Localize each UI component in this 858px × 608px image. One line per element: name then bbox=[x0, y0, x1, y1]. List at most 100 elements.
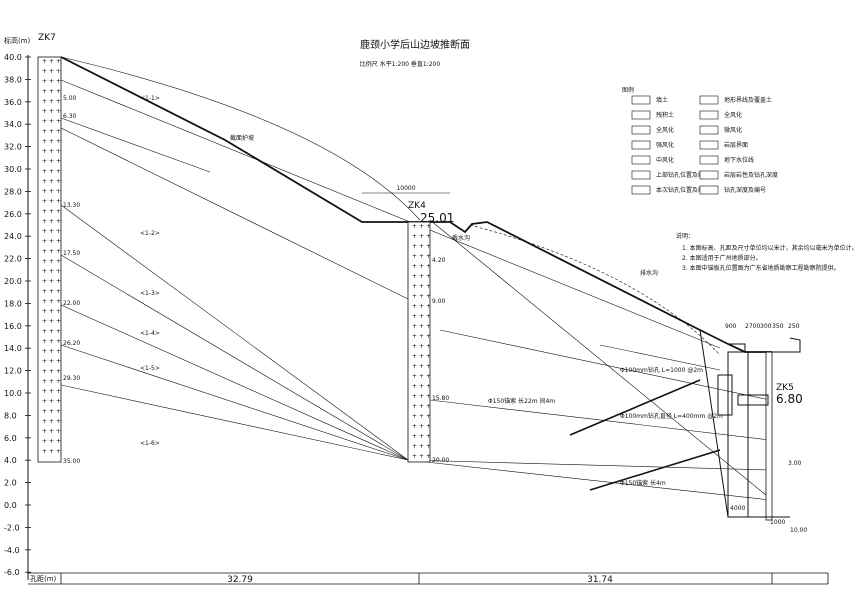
layer-label-6: <1-6> bbox=[140, 440, 160, 447]
elevation-tick-label: 26.0 bbox=[4, 210, 22, 219]
borehole-fill-mark: + bbox=[49, 298, 54, 305]
borehole-fill-mark: + bbox=[42, 208, 47, 215]
borehole-fill-mark: + bbox=[426, 363, 431, 370]
borehole-fill-mark: + bbox=[56, 268, 61, 275]
borehole-depth-label: 26.20 bbox=[63, 340, 80, 347]
borehole-fill-mark: + bbox=[49, 128, 54, 135]
borehole-fill-mark: + bbox=[42, 228, 47, 235]
elevation-tick-label: 30.0 bbox=[4, 165, 22, 174]
borehole-fill-mark: + bbox=[419, 393, 424, 400]
borehole-fill-mark: + bbox=[49, 78, 54, 85]
legend-label: 全风化 bbox=[656, 126, 674, 134]
borehole-fill-mark: + bbox=[56, 118, 61, 125]
borehole-fill-mark: + bbox=[49, 148, 54, 155]
borehole-depth-label: 13.30 bbox=[63, 202, 80, 209]
elevation-tick-label: 6.0 bbox=[4, 434, 17, 443]
legend-title: 图例 bbox=[622, 86, 634, 94]
anchor-annotation-1: Φ150锚索 长22m 间4m bbox=[488, 397, 555, 405]
borehole-fill-mark: + bbox=[56, 148, 61, 155]
borehole-fill-mark: + bbox=[419, 333, 424, 340]
borehole-fill-mark: + bbox=[49, 308, 54, 315]
borehole-zk5-id: ZK5 bbox=[776, 383, 794, 393]
borehole-fill-mark: + bbox=[426, 413, 431, 420]
elevation-tick-label: 40.0 bbox=[4, 53, 22, 62]
elevation-tick-label: 28.0 bbox=[4, 187, 22, 196]
legend-label: 残积土 bbox=[656, 111, 674, 119]
borehole-fill-mark: + bbox=[42, 398, 47, 405]
borehole-fill-mark: + bbox=[56, 408, 61, 415]
borehole-fill-mark: + bbox=[42, 258, 47, 265]
elevation-tick-label: 34.0 bbox=[4, 120, 22, 129]
borehole-fill-mark: + bbox=[56, 108, 61, 115]
borehole-fill-mark: + bbox=[49, 348, 54, 355]
distance-value-1: 32.79 bbox=[227, 575, 253, 585]
borehole-fill-mark: + bbox=[49, 168, 54, 175]
lower-slope-arc bbox=[469, 224, 721, 356]
wall-dimension-label: 350 bbox=[772, 323, 784, 330]
borehole-fill-mark: + bbox=[426, 423, 431, 430]
borehole-fill-mark: + bbox=[42, 418, 47, 425]
borehole-fill-mark: + bbox=[49, 68, 54, 75]
borehole-fill-mark: + bbox=[56, 168, 61, 175]
borehole-fill-mark: + bbox=[56, 88, 61, 95]
elevation-tick-label: 2.0 bbox=[4, 479, 17, 488]
borehole-fill-mark: + bbox=[426, 253, 431, 260]
elevation-tick-label: 4.0 bbox=[4, 456, 17, 465]
anchor-annotation-3: Φ100mm钻孔直径 L=400mm @2m bbox=[620, 412, 723, 420]
wall-dimension-label: 2700 bbox=[745, 323, 760, 330]
borehole-fill-mark: + bbox=[42, 88, 47, 95]
borehole-fill-mark: + bbox=[419, 313, 424, 320]
borehole-fill-mark: + bbox=[412, 293, 417, 300]
legend-swatch bbox=[631, 140, 651, 150]
borehole-fill-mark: + bbox=[426, 403, 431, 410]
borehole-fill-mark: + bbox=[419, 453, 424, 460]
borehole-fill-mark: + bbox=[49, 318, 54, 325]
borehole-fill-mark: + bbox=[426, 233, 431, 240]
retaining-wall bbox=[699, 329, 801, 518]
borehole-fill-mark: + bbox=[56, 288, 61, 295]
legend-label: 岩层界面 bbox=[724, 141, 748, 149]
layer-label-4: <1-4> bbox=[140, 330, 160, 337]
borehole-fill-mark: + bbox=[49, 158, 54, 165]
borehole-fill-mark: + bbox=[412, 413, 417, 420]
ditch-label: 截水沟 bbox=[452, 234, 470, 242]
elevation-tick-label: -6.0 bbox=[4, 568, 20, 577]
borehole-fill-mark: + bbox=[412, 383, 417, 390]
borehole-fill-mark: + bbox=[49, 408, 54, 415]
borehole-fill-mark: + bbox=[412, 253, 417, 260]
borehole-fill-mark: + bbox=[419, 283, 424, 290]
borehole-fill-mark: + bbox=[42, 318, 47, 325]
borehole-fill-mark: + bbox=[49, 118, 54, 125]
borehole-fill-mark: + bbox=[56, 78, 61, 85]
note-line: 3. 本图中锚板孔位置图为广东省地质勘察工程勘察院提供。 bbox=[682, 264, 840, 272]
legend-swatch bbox=[631, 125, 651, 135]
borehole-fill-mark: + bbox=[49, 368, 54, 375]
borehole-fill-mark: + bbox=[42, 148, 47, 155]
borehole-fill-mark: + bbox=[412, 233, 417, 240]
legend-swatch bbox=[631, 185, 651, 195]
borehole-fill-mark: + bbox=[42, 348, 47, 355]
borehole-fill-mark: + bbox=[49, 258, 54, 265]
borehole-fill-mark: + bbox=[419, 273, 424, 280]
note-line: 2. 本图适用于广州地质部分。 bbox=[682, 254, 762, 262]
elevation-tick-label: 18.0 bbox=[4, 299, 22, 308]
borehole-fill-mark: + bbox=[412, 243, 417, 250]
borehole-fill-mark: + bbox=[49, 428, 54, 435]
legend-swatch bbox=[631, 95, 651, 105]
borehole-zk4-elevation: 25.01 bbox=[420, 211, 454, 225]
elevation-tick-label: 32.0 bbox=[4, 143, 22, 152]
borehole-fill-mark: + bbox=[419, 383, 424, 390]
borehole-fill-mark: + bbox=[56, 278, 61, 285]
borehole-fill-mark: + bbox=[56, 418, 61, 425]
wall-dimension-label: 300 bbox=[760, 323, 772, 330]
note-line: 1. 本图标高、孔距及尺寸单位均以米计，其余均以毫米为单位计。 bbox=[682, 244, 858, 252]
legend-label: 全风化 bbox=[724, 111, 742, 119]
borehole-fill-mark: + bbox=[42, 368, 47, 375]
borehole-fill-mark: + bbox=[56, 328, 61, 335]
borehole-depth-label: 17.50 bbox=[63, 250, 80, 257]
borehole-fill-mark: + bbox=[419, 303, 424, 310]
layer-boundaries bbox=[60, 79, 773, 501]
borehole-fill-mark: + bbox=[56, 388, 61, 395]
